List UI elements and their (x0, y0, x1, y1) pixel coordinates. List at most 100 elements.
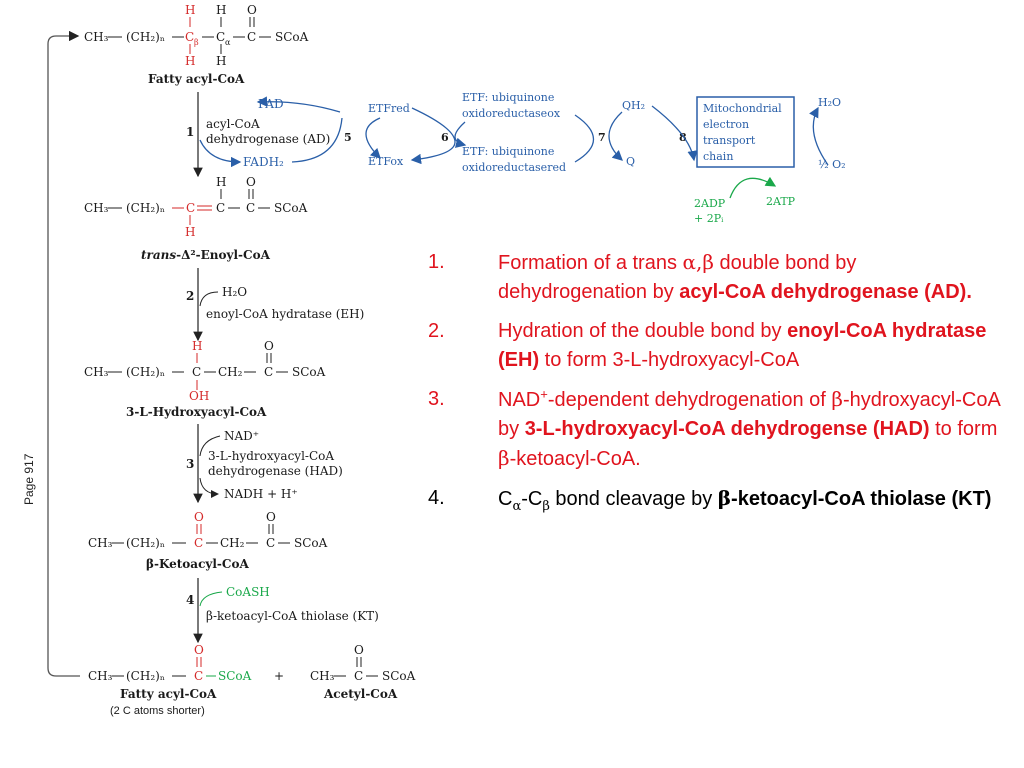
svg-text:transport: transport (703, 134, 756, 147)
svg-text:CH₃: CH₃ (88, 536, 113, 550)
svg-text:H: H (185, 225, 195, 239)
svg-text:SCoA: SCoA (218, 669, 252, 683)
svg-text:O: O (266, 510, 276, 524)
svg-text:(CH₂)ₙ: (CH₂)ₙ (126, 201, 165, 215)
step-item-2: 2. Hydration of the double bond by enoyl… (428, 320, 987, 371)
svg-text:½ O₂: ½ O₂ (818, 158, 846, 171)
svg-text:Q: Q (626, 155, 635, 168)
svg-text:SCoA: SCoA (275, 30, 309, 44)
svg-text:C: C (194, 536, 203, 550)
svg-text:H: H (216, 3, 226, 17)
svg-text:(2 C atoms shorter): (2 C atoms shorter) (110, 705, 205, 717)
svg-text:ETF: ubiquinone: ETF: ubiquinone (462, 145, 554, 158)
fadh2-label: FADH₂ (243, 155, 284, 169)
svg-text:oxidoreductasered: oxidoreductasered (462, 161, 566, 174)
enoyl-coa-hydratase-label: enoyl-CoA hydratase (EH) (206, 307, 364, 321)
svg-text:C: C (354, 669, 363, 683)
svg-text:CH₂: CH₂ (218, 365, 243, 379)
svg-text:O: O (354, 643, 364, 657)
svg-text:OH: OH (189, 389, 209, 403)
svg-text:QH₂: QH₂ (622, 99, 645, 112)
recycle-arrow (47, 30, 80, 677)
svg-text:Acetyl-CoA: Acetyl-CoA (323, 687, 398, 701)
svg-text:C: C (194, 669, 203, 683)
svg-text:α: α (225, 38, 231, 47)
svg-text:Mitochondrial: Mitochondrial (703, 102, 782, 115)
svg-text:β-Ketoacyl-CoA: β-Ketoacyl-CoA (146, 557, 249, 571)
svg-text:7: 7 (598, 131, 606, 144)
svg-text:SCoA: SCoA (292, 365, 326, 379)
svg-text:chain: chain (703, 150, 733, 163)
svg-text:C: C (246, 201, 255, 215)
svg-text:C: C (216, 201, 225, 215)
svg-text:β: β (194, 38, 199, 47)
svg-text:CH₃: CH₃ (84, 365, 109, 379)
svg-text:H: H (185, 54, 195, 68)
svg-text:CH₃: CH₃ (88, 669, 113, 683)
svg-text:H: H (185, 3, 195, 17)
page-number-label: Page 917 (22, 453, 36, 505)
svg-text:5: 5 (344, 131, 352, 144)
svg-text:H: H (192, 339, 202, 353)
enoyl-coa: CH₃ (CH₂)ₙ C H H C O C SCoA trans-Δ²-Eno… (84, 175, 308, 262)
step3-number: 3 (186, 457, 194, 471)
svg-text:8: 8 (679, 131, 687, 144)
h2o-label: H₂O (222, 285, 247, 299)
step-item-4: 4. Cα-Cβ bond cleavage by β-ketoacyl-CoA… (428, 486, 992, 514)
step4-number: 4 (186, 593, 194, 607)
step-item-1: 1. Formation of a trans α,β double bond … (428, 250, 972, 303)
svg-text:SCoA: SCoA (382, 669, 416, 683)
svg-text:CH₃: CH₃ (84, 30, 109, 44)
step-item-3: 3. NAD+-dependent dehydrogenation of β-h… (428, 386, 1000, 470)
svg-text:C: C (266, 536, 275, 550)
svg-text:H₂O: H₂O (818, 96, 841, 109)
svg-text:(CH₂)ₙ: (CH₂)ₙ (126, 669, 165, 683)
svg-text:ETFred: ETFred (368, 102, 410, 115)
svg-text:+: + (274, 669, 284, 683)
step1-number: 1 (186, 125, 194, 139)
svg-text:acyl-CoA: acyl-CoA (206, 117, 260, 131)
svg-text:SCoA: SCoA (294, 536, 328, 550)
nad-label: NAD⁺ (224, 429, 259, 443)
etf-chain: 5 ETFred ETFox 6 ETF: ubiquinone oxidore… (344, 91, 846, 225)
nadh-label: NADH + H⁺ (224, 487, 298, 501)
fatty-acyl-coa-label: Fatty acyl-CoA (148, 72, 245, 86)
svg-text:6: 6 (441, 131, 449, 144)
thiolase-label: β-ketoacyl-CoA thiolase (KT) (206, 609, 379, 623)
svg-text:H: H (216, 175, 226, 189)
svg-text:C: C (186, 201, 195, 215)
svg-text:Fatty acyl-CoA: Fatty acyl-CoA (120, 687, 217, 701)
svg-text:ETF: ubiquinone: ETF: ubiquinone (462, 91, 554, 104)
fatty-acyl-coa-top: CH₃ (CH₂)ₙ H C β H H C α H O C SCoA Fatt… (84, 3, 309, 86)
svg-text:dehydrogenase (HAD): dehydrogenase (HAD) (208, 464, 343, 478)
svg-text:C: C (216, 30, 225, 44)
svg-text:CH₃: CH₃ (310, 669, 335, 683)
svg-text:SCoA: SCoA (274, 201, 308, 215)
svg-text:(CH₂)ₙ: (CH₂)ₙ (126, 365, 165, 379)
svg-text:C: C (264, 365, 273, 379)
svg-text:O: O (194, 510, 204, 524)
hydroxyacyl-coa: CH₃ (CH₂)ₙ H C OH CH₂ O C SCoA 3-L-Hydro… (84, 339, 326, 419)
svg-text:O: O (246, 175, 256, 189)
svg-text:CH₂: CH₂ (220, 536, 245, 550)
svg-text:2ATP: 2ATP (766, 195, 796, 208)
svg-text:(CH₂)ₙ: (CH₂)ₙ (126, 536, 165, 550)
svg-text:3-L-hydroxyacyl-CoA: 3-L-hydroxyacyl-CoA (208, 449, 334, 463)
acyl-coa-dehydrogenase-label: acyl-CoA dehydrogenase (AD) (206, 117, 330, 146)
svg-text:CH₃: CH₃ (84, 201, 109, 215)
svg-text:C: C (185, 30, 194, 44)
coash-label: CoASH (226, 585, 270, 599)
svg-text:C: C (192, 365, 201, 379)
products: CH₃ (CH₂)ₙ O C SCoA + CH₃ O C SCoA Fatty… (88, 643, 416, 717)
svg-text:3-L-Hydroxyacyl-CoA: 3-L-Hydroxyacyl-CoA (126, 405, 267, 419)
svg-text:trans-Δ²-Enoyl-CoA: trans-Δ²-Enoyl-CoA (141, 248, 271, 262)
fad-label: FAD (258, 97, 284, 111)
svg-text:C: C (247, 30, 256, 44)
ketoacyl-coa: CH₃ (CH₂)ₙ O C CH₂ O C SCoA β-Ketoacyl-C… (88, 510, 328, 571)
steps-list: 1. Formation of a trans α,β double bond … (428, 248, 1008, 524)
svg-text:(CH₂)ₙ: (CH₂)ₙ (126, 30, 165, 44)
svg-text:O: O (264, 339, 274, 353)
step2-number: 2 (186, 289, 194, 303)
svg-text:O: O (194, 643, 204, 657)
